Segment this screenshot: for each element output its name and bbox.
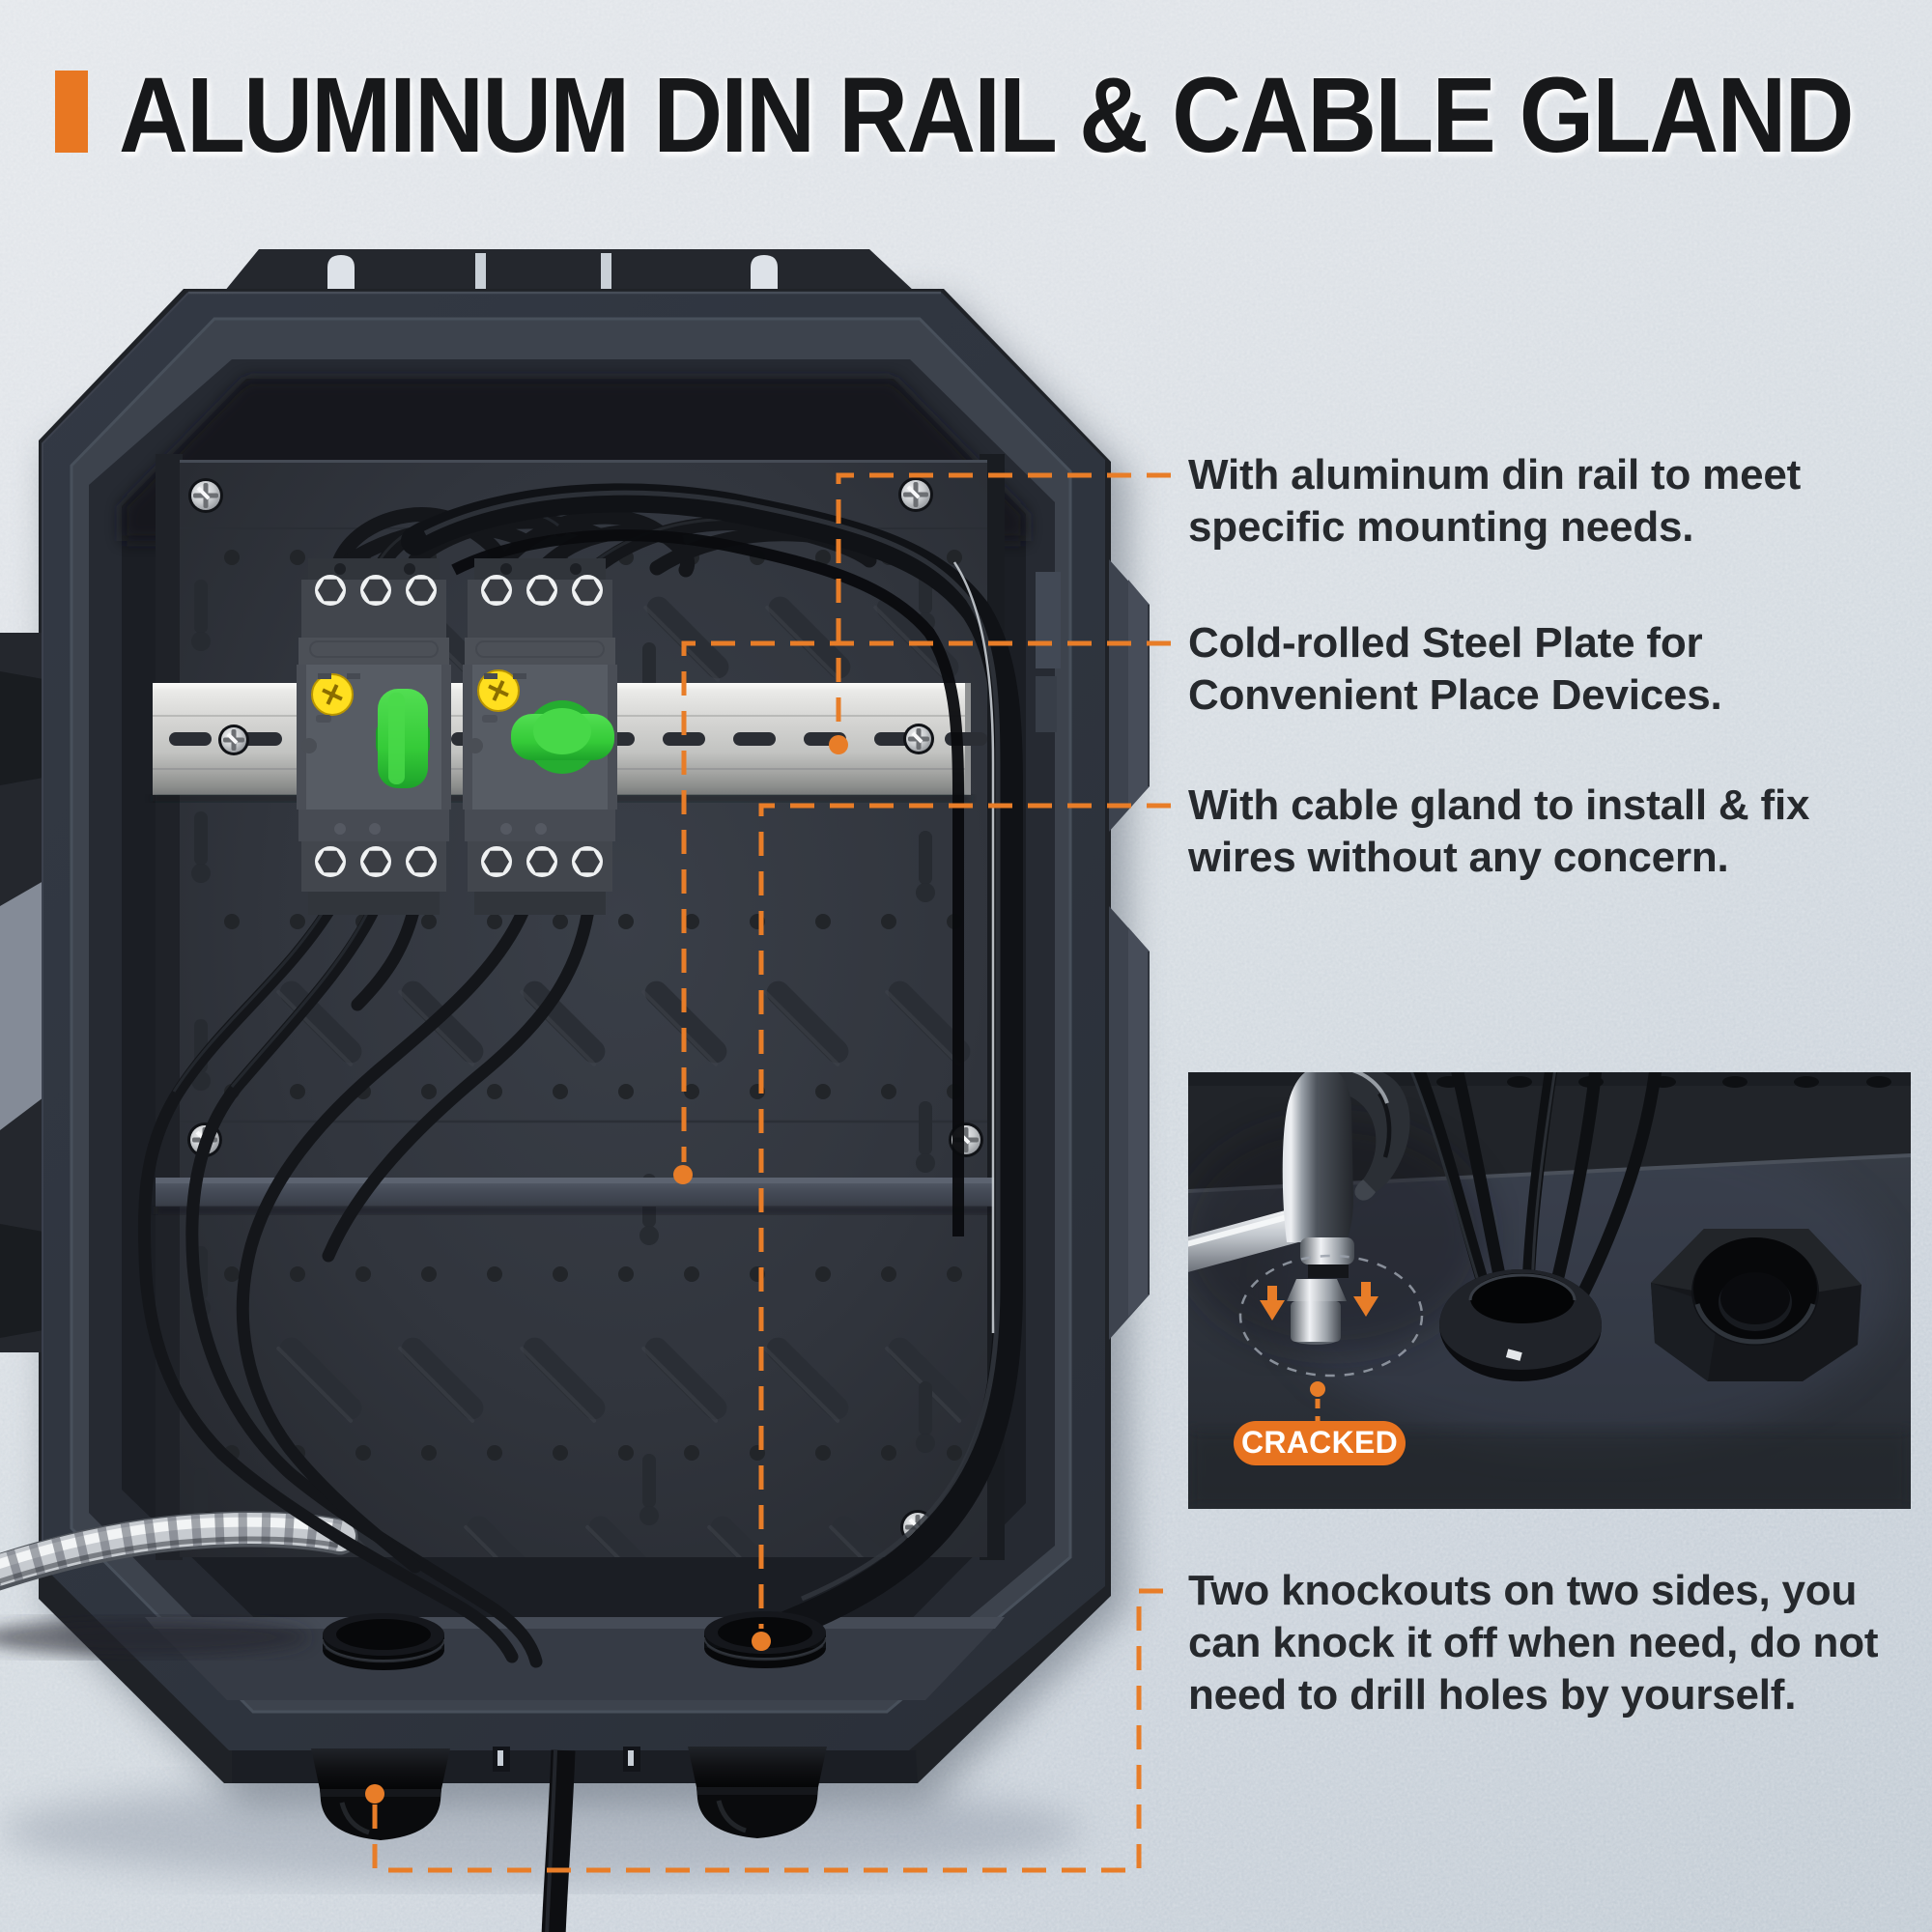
svg-text:CRACKED: CRACKED xyxy=(1241,1425,1398,1460)
